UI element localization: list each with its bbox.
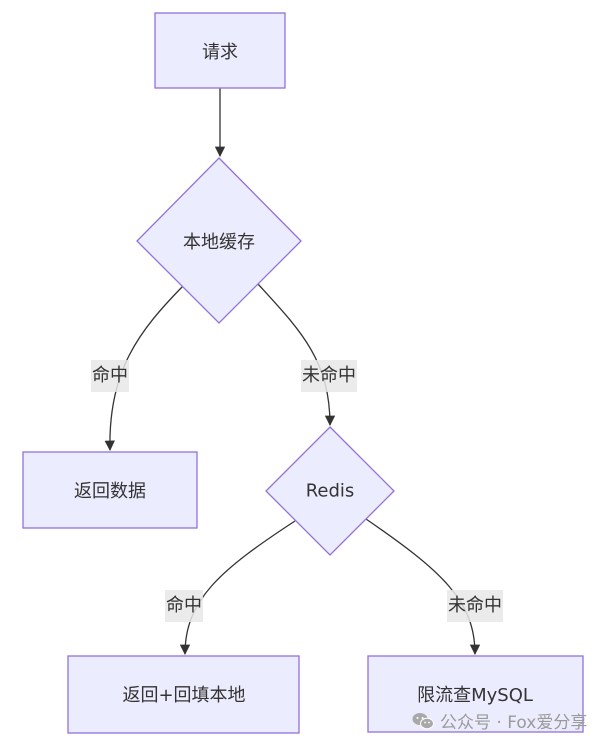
edge-label-redis-miss: 未命中 — [447, 590, 503, 622]
node-local-cache — [136, 157, 302, 324]
node-request — [154, 12, 286, 89]
edge-local-cache-to-return-data — [104, 285, 184, 452]
edge-label-local-cache-miss: 未命中 — [301, 360, 357, 392]
node-redis-label: Redis — [305, 480, 355, 502]
edge-redis-to-return-fill-local — [179, 520, 296, 656]
node-request-label: 请求 — [202, 42, 238, 63]
edge-label-local-cache-hit: 命中 — [91, 360, 129, 392]
edge-local-cache-to-redis — [257, 283, 336, 427]
node-return-data — [22, 451, 198, 529]
watermark-text: 公众号 · Fox爱分享 — [440, 713, 588, 733]
node-return-fill-local-label: 返回+回填本地 — [122, 685, 246, 706]
node-return-fill-local — [67, 655, 300, 734]
node-redis — [265, 426, 395, 556]
edge-redis-to-rate-limit-mysql — [365, 518, 481, 656]
node-return-data-label: 返回数据 — [74, 481, 146, 502]
node-rate-limit-mysql — [367, 655, 584, 733]
wechat-icon — [412, 712, 434, 730]
node-rate-limit-mysql-label: 限流查MySQL — [417, 685, 533, 706]
edge-label-redis-hit: 命中 — [165, 590, 203, 622]
watermark: 公众号 · Fox爱分享 — [412, 708, 587, 733]
node-local-cache-label: 本地缓存 — [183, 232, 255, 253]
